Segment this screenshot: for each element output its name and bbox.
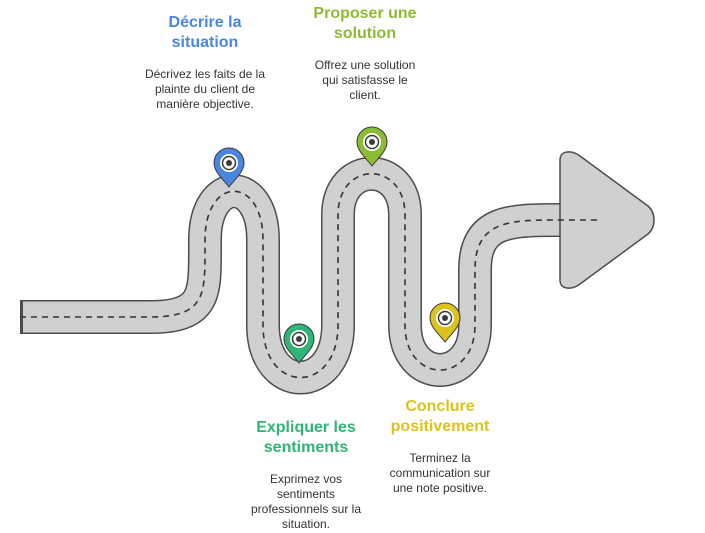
step-title-line: Proposer une: [313, 5, 417, 22]
step-description: Décrivez les faits de la plainte du clie…: [144, 67, 266, 111]
pin-teal-icon: [283, 323, 315, 364]
step-title-line: Expliquer les: [256, 419, 356, 436]
step-title-line: Décrire la: [168, 14, 242, 31]
step-describe-situation: Décrire la situation Décrivez les faits …: [140, 13, 270, 112]
road-center-line: [20, 172, 600, 379]
step-title: Décrire la situation: [140, 13, 270, 53]
step-title: Conclure positivement: [370, 397, 510, 437]
step-description: Offrez une solution qui satisfasse le cl…: [314, 58, 416, 102]
step-title-line: sentiments: [263, 439, 349, 456]
step-propose-solution: Proposer une solution Offrez une solutio…: [295, 4, 435, 103]
step-description: Terminez la communication sur une note p…: [389, 451, 491, 495]
step-title-line: situation: [171, 34, 239, 51]
step-title-line: Conclure: [405, 398, 475, 415]
step-title: Proposer une solution: [295, 4, 435, 44]
step-title-line: solution: [333, 25, 397, 42]
step-conclude-positively: Conclure positivement Terminez la commun…: [370, 397, 510, 496]
road-arrow-head: [559, 151, 655, 289]
step-title-line: positivement: [390, 418, 490, 435]
step-description: Exprimez vos sentiments professionnels s…: [250, 472, 362, 531]
pin-yellow-icon: [429, 302, 461, 343]
pin-blue-icon: [213, 147, 245, 188]
step-explain-feelings: Expliquer les sentiments Exprimez vos se…: [228, 418, 384, 532]
pin-green-icon: [356, 126, 388, 167]
step-title: Expliquer les sentiments: [228, 418, 384, 458]
